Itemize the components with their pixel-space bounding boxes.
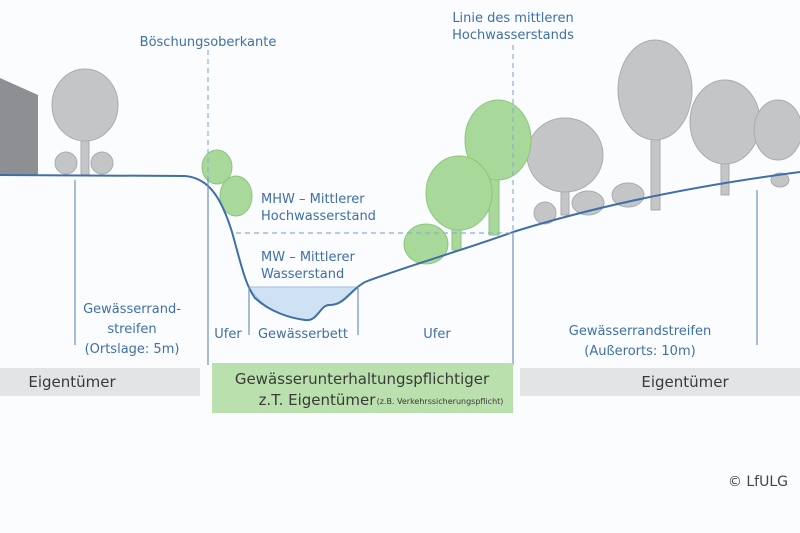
label-rand-left-1: Gewässerrand- bbox=[83, 302, 181, 317]
terrain-profile bbox=[0, 171, 800, 322]
bar-center bbox=[212, 363, 513, 413]
label-mhw-2: Hochwasserstand bbox=[261, 209, 376, 224]
label-rand-right-2: (Außerorts: 10m) bbox=[584, 344, 695, 359]
bar-right bbox=[520, 368, 800, 396]
bar-center-label-2: z.T. Eigentümer bbox=[259, 391, 377, 409]
label-bett: Gewässerbett bbox=[258, 327, 348, 342]
bar-left-label: Eigentümer bbox=[28, 373, 116, 391]
bar-right-label: Eigentümer bbox=[641, 373, 729, 391]
label-mw-2: Wasserstand bbox=[261, 267, 344, 282]
label-mw-1: MW – Mittlerer bbox=[261, 250, 356, 265]
label-linie-2: Hochwasserstands bbox=[452, 28, 574, 43]
label-boeschung: Böschungsoberkante bbox=[140, 35, 277, 50]
label-ufer-right: Ufer bbox=[423, 327, 451, 342]
label-rand-left-2: streifen bbox=[107, 322, 156, 337]
label-mhw-1: MHW – Mittlerer bbox=[261, 192, 365, 207]
trees-left bbox=[51, 68, 119, 176]
trees-right bbox=[526, 39, 800, 225]
copyright: © LfULG bbox=[728, 474, 788, 490]
label-ufer-left: Ufer bbox=[214, 327, 242, 342]
label-linie-1: Linie des mittleren bbox=[452, 11, 573, 26]
water bbox=[248, 286, 360, 321]
label-rand-right-1: Gewässerrandstreifen bbox=[569, 324, 712, 339]
house bbox=[0, 78, 38, 175]
bar-center-label-1: Gewässerunterhaltungspflichtiger bbox=[235, 370, 490, 388]
bar-center-note: (z.B. Verkehrssicherungspflicht) bbox=[377, 397, 504, 406]
label-rand-left-3: (Ortslage: 5m) bbox=[85, 342, 180, 357]
trees-green bbox=[201, 99, 532, 265]
bar-left bbox=[0, 368, 200, 396]
